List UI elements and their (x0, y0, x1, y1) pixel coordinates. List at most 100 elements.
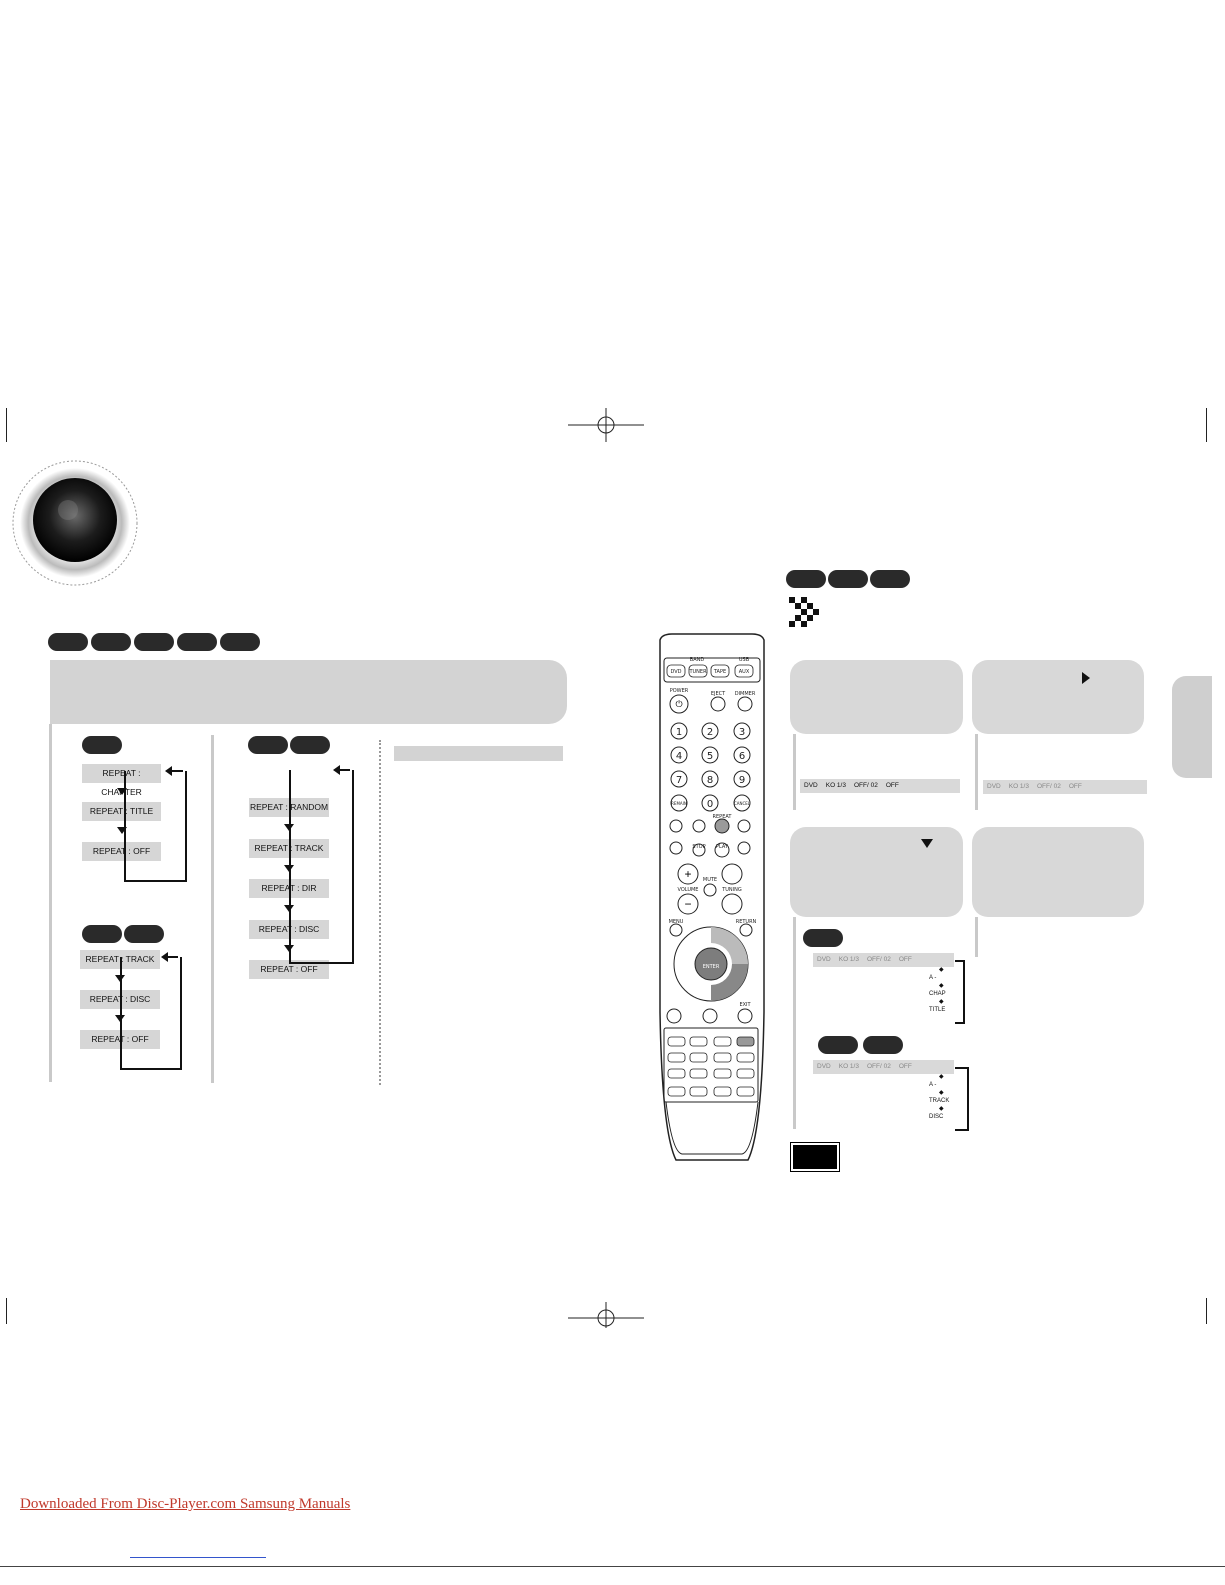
vcd-badge (818, 1036, 858, 1054)
registration-mark-bottom (568, 1302, 644, 1328)
cycle-loop-line (124, 771, 187, 882)
intro-bar (50, 660, 567, 724)
column-divider-dotted (379, 740, 381, 1085)
step-1-rule (793, 734, 796, 810)
speaker-icon (12, 460, 138, 586)
step-2-rule (975, 734, 978, 810)
svg-text:⏻: ⏻ (675, 699, 682, 710)
repeat-mode-option: A - (929, 1082, 937, 1088)
footer-underline (130, 1557, 266, 1558)
crop-mark (1206, 1298, 1207, 1324)
disc-type-badge (786, 570, 826, 588)
disc-type-badge (177, 633, 217, 651)
section-side-tab (1172, 676, 1212, 778)
disc-type-badge (134, 633, 174, 651)
repeat-mode-option: TITLE (929, 1007, 946, 1013)
down-arrow-icon (117, 788, 127, 795)
repeat-mode-list: ◆ A - ◆ CHAP ◆ TITLE (929, 967, 946, 1013)
cycle-loop-top (338, 769, 350, 771)
step-4-panel (972, 827, 1144, 917)
dvd-badge (803, 929, 843, 947)
cycle-loop-top (166, 956, 178, 958)
svg-text:8: 8 (707, 775, 713, 786)
mp3-badge (248, 736, 288, 754)
svg-text:−: − (684, 897, 691, 911)
svg-text:EJECT: EJECT (711, 691, 726, 697)
svg-text:TAPE: TAPE (713, 669, 726, 675)
svg-text:STOP: STOP (692, 844, 705, 850)
source-link[interactable]: Downloaded From Disc-Player.com Samsung … (20, 1496, 351, 1512)
cd-badge (124, 925, 164, 943)
registration-mark-top (568, 408, 644, 442)
svg-text:BAND: BAND (690, 657, 705, 663)
svg-text:EXIT: EXIT (739, 1002, 751, 1008)
cycle-loop-top (170, 770, 183, 772)
svg-text:REMAIN: REMAIN (671, 801, 687, 806)
down-triangle-icon (921, 839, 933, 848)
svg-text:VOLUME: VOLUME (678, 887, 699, 893)
svg-text:MUTE: MUTE (703, 877, 717, 883)
svg-text:1: 1 (676, 727, 682, 738)
svg-text:TUNER: TUNER (688, 669, 707, 675)
note-header-bar (394, 746, 563, 761)
column-divider (49, 724, 52, 1082)
svg-text:PLAY: PLAY (716, 844, 729, 850)
play-arrow-icon (1082, 672, 1090, 684)
svg-text:RETURN: RETURN (736, 919, 757, 925)
svg-text:ENTER: ENTER (703, 964, 720, 970)
svg-text:3: 3 (739, 727, 745, 738)
cycle-loop-arrowhead (161, 952, 168, 962)
column-divider (211, 735, 214, 1083)
disc-type-badge (870, 570, 910, 588)
svg-text:7: 7 (676, 775, 682, 786)
svg-text:5: 5 (707, 751, 713, 762)
svg-text:+: + (684, 867, 691, 881)
svg-text:6: 6 (739, 751, 745, 762)
svg-text:TUNING: TUNING (721, 887, 742, 893)
repeat-mode-option: TRACK (929, 1098, 950, 1104)
svg-text:USB: USB (739, 657, 750, 663)
note-label (790, 1142, 840, 1172)
repeat-option: REPEAT : OFF (82, 842, 161, 861)
svg-text:CANCEL: CANCEL (734, 801, 751, 806)
cycle-loop-arrowhead (333, 765, 340, 775)
crop-mark (6, 408, 7, 442)
cycle-loop-line (120, 957, 182, 1070)
cycle-loop-arrowhead (165, 766, 172, 776)
cd-badge (863, 1036, 903, 1054)
disc-type-badge (828, 570, 868, 588)
step-3-rule (793, 917, 796, 1129)
svg-text:4: 4 (676, 751, 682, 762)
repeat-option: REPEAT : TITLE (82, 802, 161, 821)
crop-mark (1206, 408, 1207, 442)
step-1-panel (790, 660, 963, 734)
disc-type-badge (91, 633, 131, 651)
svg-text:REPEAT: REPEAT (713, 814, 733, 820)
cycle-loop-line (289, 770, 354, 964)
svg-text:AUX: AUX (739, 669, 750, 675)
step-3-panel (790, 827, 963, 917)
repeat-mode-option: DISC (929, 1114, 944, 1120)
svg-text:DIMMER: DIMMER (735, 691, 756, 697)
svg-text:MENU: MENU (669, 919, 684, 925)
vcd-badge (82, 925, 122, 943)
disc-type-badge (48, 633, 88, 651)
jpeg-badge (290, 736, 330, 754)
remote-control: BAND USB POWER EJECT DIMMER REPEAT STOP … (659, 633, 765, 1161)
cycle-loop-line (955, 960, 965, 1024)
repeat-option: REPEAT : OFF (249, 960, 329, 979)
dvd-badge (82, 736, 122, 754)
svg-text:9: 9 (739, 775, 745, 786)
repeat-mode-option: A - (929, 975, 937, 981)
crop-mark (6, 1298, 7, 1324)
disc-type-badge (220, 633, 260, 651)
repeat-mode-option: CHAP (929, 991, 946, 997)
svg-text:POWER: POWER (670, 688, 689, 694)
cycle-loop-line (955, 1067, 969, 1131)
checker-arrow-icon (789, 597, 819, 627)
svg-text:0: 0 (707, 799, 713, 810)
bottom-rule (0, 1566, 1225, 1567)
